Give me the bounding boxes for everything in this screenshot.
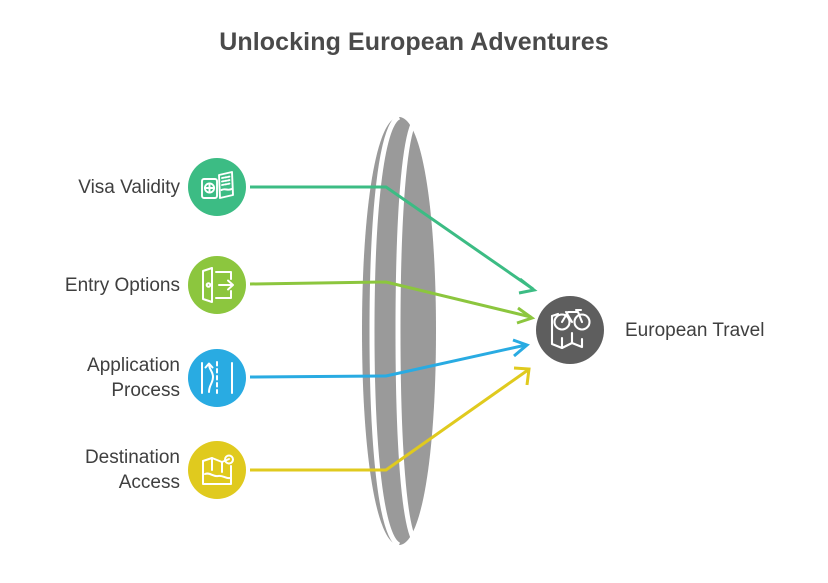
label-application-process: Application Process [87, 355, 180, 401]
european-travel-circle[interactable] [536, 296, 604, 364]
lens-divider-right [395, 117, 419, 545]
arrowhead-visa-validity [518, 277, 538, 295]
node-entry-options[interactable] [188, 256, 246, 314]
lens-divider-left [369, 114, 401, 548]
map-location-icon [202, 454, 234, 485]
label-entry-options: Entry Options [64, 275, 180, 296]
arrowhead-entry-options [516, 306, 536, 325]
connector-visa-validity [250, 185, 538, 295]
passport-documents-icon [201, 171, 234, 199]
lens-funnel-shape [362, 114, 436, 548]
label-european-travel: European Travel [625, 320, 765, 341]
map-bicycle-icon [550, 308, 591, 350]
arrowhead-destination-access [513, 366, 531, 386]
node-destination-access[interactable] [188, 441, 246, 499]
connector-application-process [249, 338, 530, 379]
road-path-icon [201, 361, 233, 394]
door-exit-icon [202, 267, 234, 303]
destination-access-circle[interactable] [188, 441, 246, 499]
node-visa-validity[interactable] [188, 158, 246, 216]
entry-options-circle[interactable] [188, 256, 246, 314]
label-destination-access: Destination Access [84, 447, 180, 493]
arrowhead-application-process [512, 338, 530, 358]
node-application-process[interactable] [188, 349, 246, 407]
node-european-travel[interactable] [536, 296, 604, 364]
page-title: Unlocking European Adventures [219, 28, 609, 56]
connector-line-entry-options [249, 280, 532, 319]
label-visa-validity: Visa Validity [78, 177, 180, 198]
connector-entry-options [249, 280, 536, 325]
connector-line-visa-validity [250, 185, 534, 291]
connector-destination-access [250, 366, 531, 472]
connector-line-destination-access [250, 368, 529, 472]
connector-line-application-process [249, 343, 527, 379]
